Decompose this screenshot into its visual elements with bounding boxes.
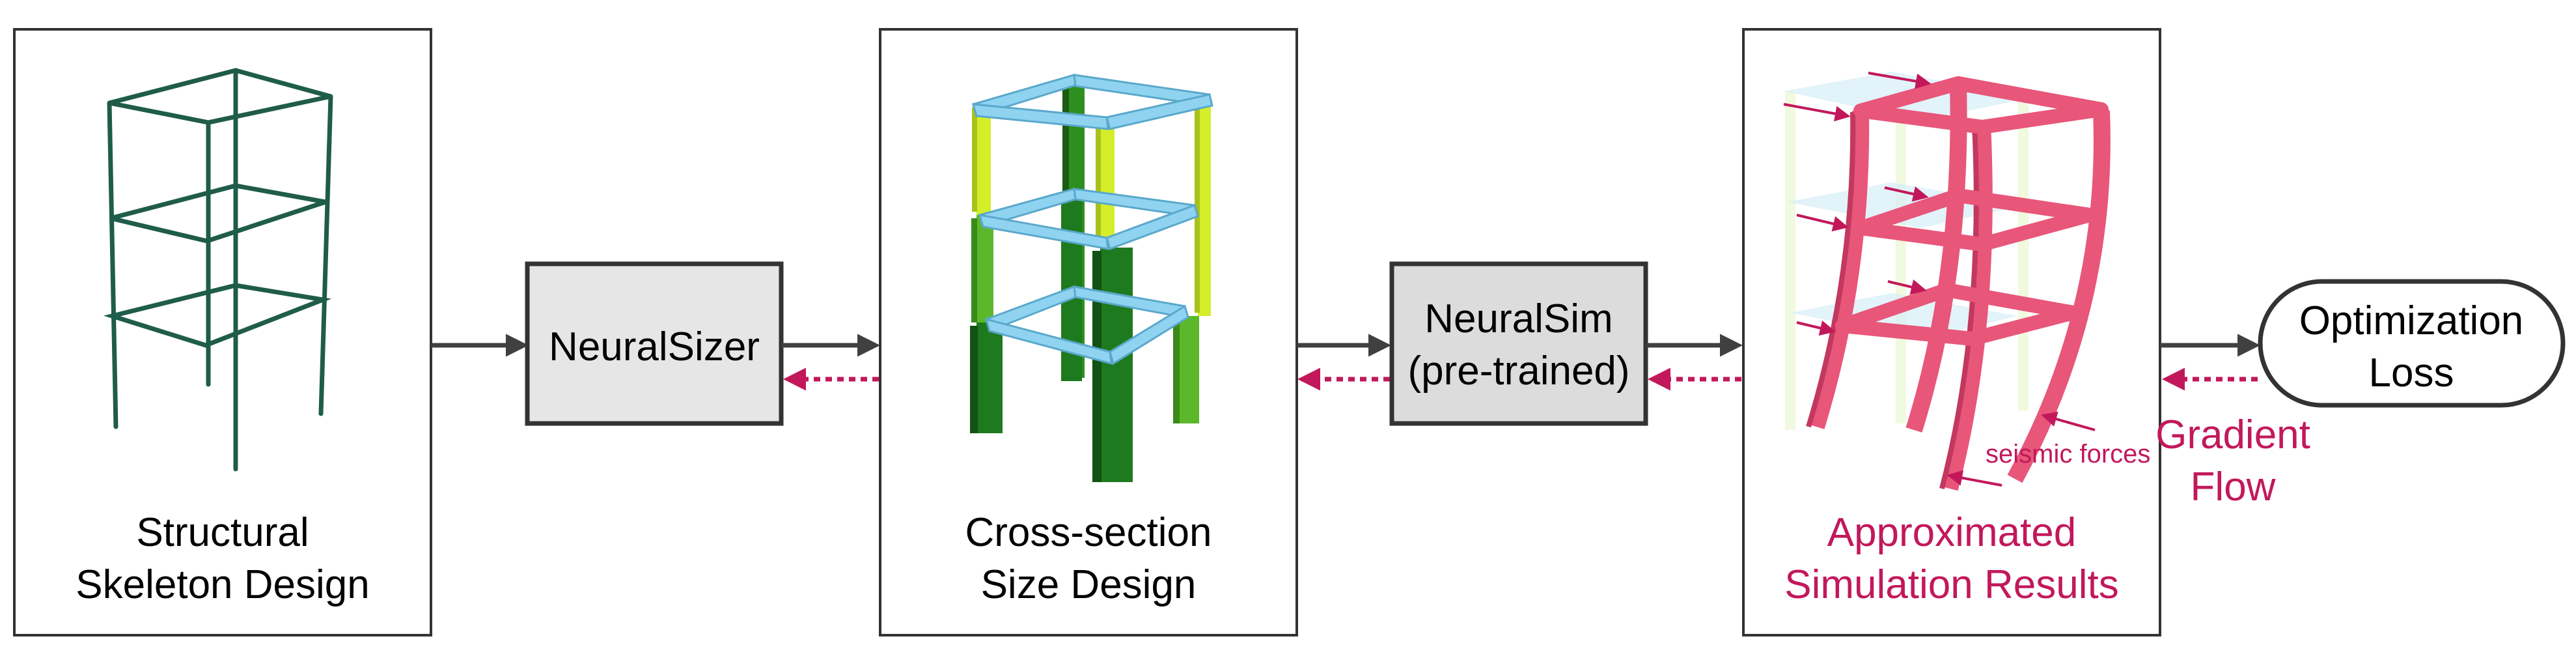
simulation-label-line1: Approximated: [1827, 510, 2077, 555]
neuralsizer-label: NeuralSizer: [549, 324, 760, 369]
simulation-label-line2: Simulation Results: [1784, 562, 2118, 607]
gradient-flow-label-line1: Gradient: [2155, 412, 2310, 457]
neuralsizer-box: [525, 261, 784, 426]
neuralsim-label-line2: (pre-trained): [1407, 349, 1629, 393]
crosssection-frame: [970, 74, 1213, 482]
skeleton-label-line2: Skeleton Design: [76, 562, 370, 607]
neuralsim-label-line1: NeuralSim: [1424, 296, 1613, 341]
simulation-frame: [1783, 72, 2111, 491]
gradient-flow-label-line2: Flow: [2191, 465, 2276, 509]
crosssection-label-line1: Cross-section: [965, 510, 1212, 555]
skeleton-label-line1: Structural: [136, 510, 309, 555]
crosssection-panel: [879, 28, 1298, 637]
skeleton-panel: [13, 28, 432, 637]
optimization-loss-box: [2258, 279, 2566, 408]
crosssection-label-line2: Size Design: [981, 562, 1197, 607]
neuralsim-box: [1389, 261, 1648, 426]
loss-label-line2: Loss: [2369, 350, 2454, 395]
seismic-forces-label: seismic forces: [1986, 440, 2150, 468]
loss-label-line1: Optimization: [2299, 298, 2524, 343]
skeleton-frame: [104, 68, 333, 472]
